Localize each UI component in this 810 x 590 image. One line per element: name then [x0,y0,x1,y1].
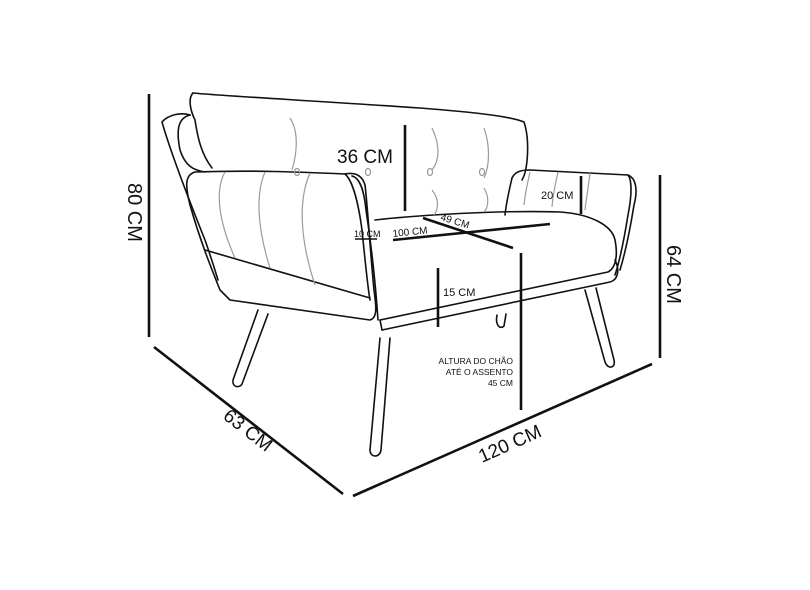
dim-line-120cm [352,362,653,498]
label-floor-to-seat-2: ATÉ O ASSENTO [446,367,514,377]
label-floor-to-seat-3: 45 CM [488,378,513,388]
label-10cm: 10 CM [354,229,381,239]
label-20cm: 20 CM [541,190,573,202]
right-arm-seam-3 [584,172,591,211]
arm-seam-3 [301,172,316,286]
backrest-seam-3 [483,127,490,179]
back-middle-leg [495,313,507,329]
label-100cm: 100 CM [392,225,428,240]
right-arm-outline [511,169,637,271]
front-right-leg [369,337,391,457]
backrest-seam-1 [289,117,297,171]
seat-outline [374,210,618,321]
dim-line-100cm [392,222,551,242]
back-right-leg [584,287,616,368]
right-arm-seam-2 [551,171,559,208]
right-arm-seam-1 [523,171,531,206]
button-2 [364,167,372,177]
dim-line-63cm [153,345,344,496]
button-4 [478,167,486,177]
label-80cm: 80 CM [123,183,145,242]
backrest-outline [192,92,529,181]
arm-seam-1 [218,171,236,259]
backrest-seam-5 [483,187,489,213]
label-64cm: 64 CM [662,245,684,304]
label-120cm: 120 CM [475,421,544,467]
left-back-side [161,113,219,281]
label-floor-to-seat-1: ALTURA DO CHÃO [439,356,514,366]
arm-seam-2 [258,171,271,269]
label-63cm: 63 CM [219,405,276,456]
button-1 [293,167,301,177]
dim-line-49cm [422,216,514,250]
button-3 [426,167,434,177]
label-15cm: 15 CM [443,287,475,299]
backrest-left-edge [189,92,213,169]
left-arm-outline [185,171,377,321]
label-36cm: 36 CM [337,147,393,168]
front-left-leg [232,309,269,388]
backrest-seam-4 [431,189,439,216]
backrest-seam-2 [431,127,439,171]
